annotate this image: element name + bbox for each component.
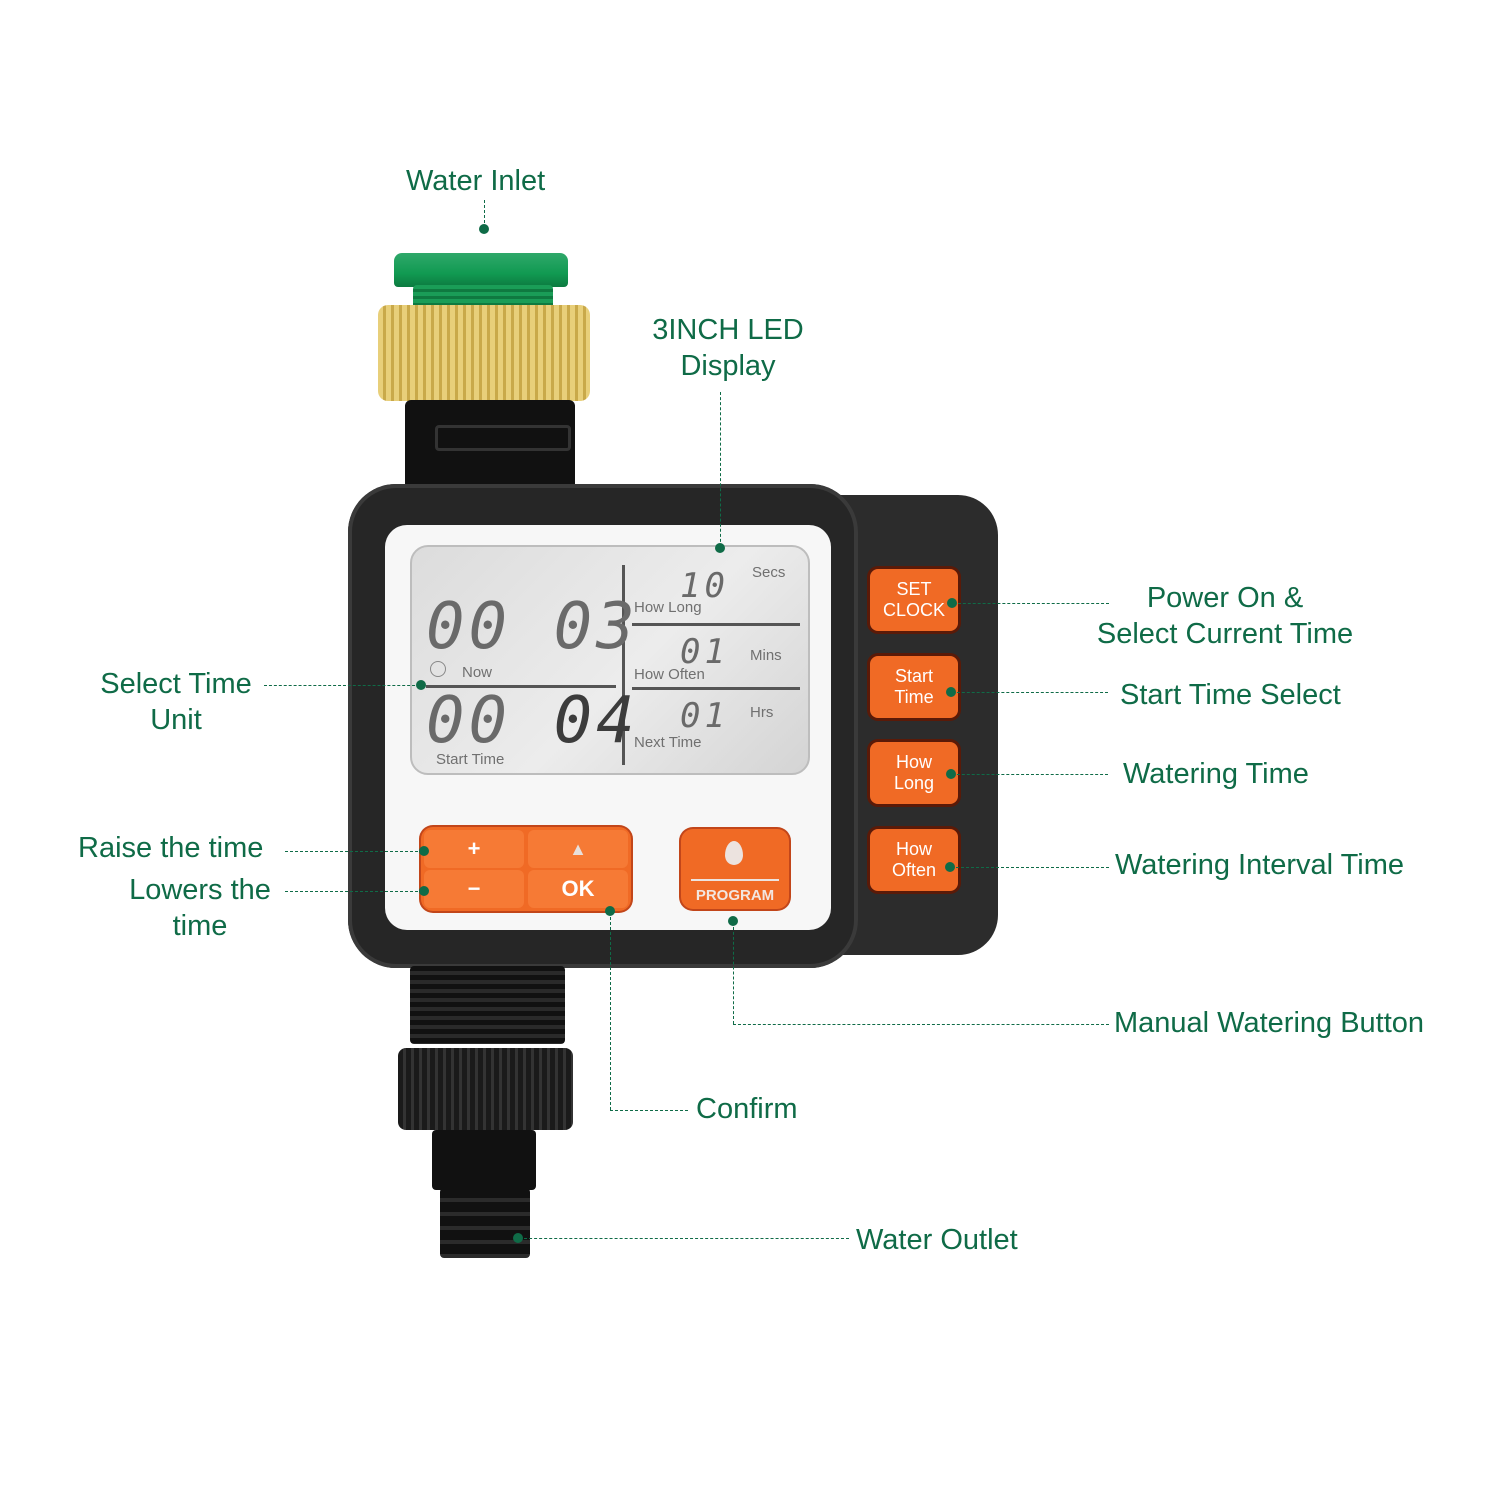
label-power-on: Power On & Select Current Time <box>1096 582 1354 650</box>
next-time-label: Next Time <box>634 734 702 751</box>
anchor-confirm <box>605 906 615 916</box>
leader-set-clock <box>953 603 1109 604</box>
leader-display <box>720 392 721 547</box>
anchor-water-inlet <box>479 224 489 234</box>
how-long-readout: 10 <box>680 566 729 606</box>
ok-button[interactable]: OK <box>528 870 628 908</box>
leader-manual-watering-horizontal <box>733 1024 1109 1025</box>
inlet-collar <box>405 400 575 490</box>
label-start-time-select: Start Time Select <box>1120 679 1341 711</box>
now-label: Now <box>462 664 493 681</box>
anchor-raise-time <box>419 846 429 856</box>
label-manual-watering: Manual Watering Button <box>1114 1007 1425 1039</box>
leader-manual-watering-vertical <box>733 922 734 1024</box>
leader-how-often <box>951 867 1109 868</box>
lcd-display: 00 03 Now 00 04 Start Time 10 Secs How L… <box>410 545 810 775</box>
leader-select-time-unit <box>264 685 420 686</box>
label-raise-time: Raise the time <box>78 832 264 864</box>
outlet-hose-tip <box>440 1188 530 1258</box>
plus-button[interactable]: + <box>424 830 524 868</box>
how-often-label: How Often <box>634 666 705 683</box>
label-confirm: Confirm <box>696 1093 798 1125</box>
anchor-display <box>715 543 725 553</box>
anchor-start-time <box>946 687 956 697</box>
next-time-readout: 01 <box>680 696 729 736</box>
label-water-inlet: Water Inlet <box>406 165 546 197</box>
how-often-readout: 01 <box>680 632 729 672</box>
program-label: PROGRAM <box>695 887 775 904</box>
anchor-select-time-unit <box>416 680 426 690</box>
inlet-yellow-nut <box>378 305 590 401</box>
label-watering-interval: Watering Interval Time <box>1115 849 1405 881</box>
lcd-divider-left <box>426 685 616 688</box>
outlet-thread <box>410 966 565 1044</box>
hrs-unit: Hrs <box>750 704 774 721</box>
clock-icon <box>430 661 446 677</box>
anchor-set-clock <box>947 598 957 608</box>
label-lowers-time: Lowers the time <box>129 874 271 942</box>
now-time-readout: 00 03 <box>426 590 639 664</box>
label-display: 3INCH LED Display <box>652 314 804 382</box>
anchor-how-often <box>945 862 955 872</box>
leader-lowers-time <box>285 891 423 892</box>
how-long-label: How Long <box>634 599 702 616</box>
outlet-neck <box>432 1130 536 1190</box>
leader-how-long <box>952 774 1108 775</box>
control-pad: + ▲ − OK <box>421 827 631 911</box>
label-watering-time: Watering Time <box>1123 758 1309 790</box>
leader-confirm-vertical <box>610 912 611 1110</box>
mins-unit: Mins <box>750 647 782 664</box>
secs-unit: Secs <box>752 564 786 581</box>
anchor-water-outlet <box>513 1233 523 1243</box>
leader-raise-time <box>285 851 423 852</box>
lcd-divider-right-2 <box>632 687 800 690</box>
start-time-label: Start Time <box>436 751 505 768</box>
leader-water-outlet <box>519 1238 849 1239</box>
label-select-time-unit: Select Time Unit <box>100 668 252 736</box>
lcd-divider-vertical <box>622 565 625 765</box>
leader-water-inlet <box>484 200 485 228</box>
inlet-green-cap <box>394 253 568 287</box>
anchor-how-long <box>946 769 956 779</box>
outlet-nut <box>398 1048 573 1130</box>
program-button[interactable]: PROGRAM <box>681 829 789 909</box>
leader-start-time <box>952 692 1108 693</box>
anchor-manual-watering <box>728 916 738 926</box>
program-divider <box>691 879 779 881</box>
leader-confirm-horizontal <box>610 1110 688 1111</box>
up-button[interactable]: ▲ <box>528 830 628 868</box>
lcd-divider-right-1 <box>632 623 800 626</box>
minus-button[interactable]: − <box>424 870 524 908</box>
start-time-readout: 00 04 <box>426 684 639 758</box>
label-water-outlet: Water Outlet <box>856 1224 1018 1256</box>
water-drop-icon <box>725 841 743 865</box>
anchor-lowers-time <box>419 886 429 896</box>
